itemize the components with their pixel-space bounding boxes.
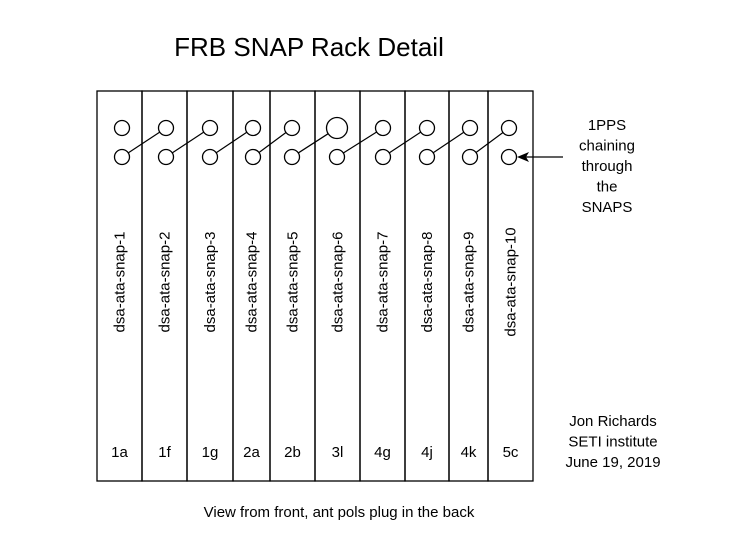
antenna-code: 5c (503, 444, 519, 461)
snap-slot: dsa-ata-snap-3 1g (186, 90, 234, 482)
pps-out-port-icon (418, 119, 436, 137)
snap-name: dsa-ata-snap-4 (244, 232, 261, 333)
pps-out-port-icon (157, 119, 175, 137)
pps-out-port-icon (461, 119, 479, 137)
author-line: June 19, 2019 (565, 454, 660, 471)
pps-note-line: the (597, 179, 618, 196)
pps-in-port-icon (244, 148, 262, 166)
pps-in-port-icon (328, 148, 346, 166)
pps-in-port-icon (418, 148, 436, 166)
snap-slot: dsa-ata-snap-6 3l (314, 90, 361, 482)
pps-chain-line (297, 133, 329, 154)
antenna-code: 1a (111, 444, 128, 461)
snap-slot: dsa-ata-snap-9 4k (448, 90, 489, 482)
pps-in-port-icon (157, 148, 175, 166)
antenna-code: 2b (284, 444, 301, 461)
diagram-title: FRB SNAP Rack Detail (174, 32, 444, 62)
pps-in-port-icon (374, 148, 392, 166)
snap-slot: dsa-ata-snap-8 4j (404, 90, 450, 482)
snap-name: dsa-ata-snap-8 (419, 232, 436, 333)
antenna-code: 4j (421, 444, 433, 461)
pps-out-port-icon (244, 119, 262, 137)
antenna-code: 4k (461, 444, 477, 461)
snap-rack: dsa-ata-snap-11adsa-ata-snap-21fdsa-ata-… (96, 90, 563, 482)
snap-name: dsa-ata-snap-6 (330, 232, 347, 333)
pps-chain-line (388, 131, 422, 154)
pps-out-port-icon (500, 119, 518, 137)
pps-out-port-icon (113, 119, 131, 137)
pps-note-line: 1PPS (588, 117, 626, 134)
snap-name: dsa-ata-snap-1 (112, 232, 129, 333)
pps-out-port-icon (201, 119, 219, 137)
pps-out-port-icon (374, 119, 392, 137)
snap-name: dsa-ata-snap-9 (461, 232, 478, 333)
pps-chain-line (258, 131, 287, 154)
pps-in-port-icon (500, 148, 518, 166)
pps-note-line: through (582, 158, 633, 175)
snap-slot: dsa-ata-snap-7 4g (359, 90, 406, 482)
snap-slot: dsa-ata-snap-4 2a (232, 90, 271, 482)
pps-chain-line (171, 131, 205, 154)
snap-name: dsa-ata-snap-3 (202, 232, 219, 333)
snap-slot: dsa-ata-snap-1 1a (96, 90, 143, 482)
snap-name: dsa-ata-snap-5 (285, 232, 302, 333)
snap-board (487, 90, 534, 482)
antenna-code: 1g (202, 444, 219, 461)
pps-chain-line (432, 131, 465, 154)
snap-name: dsa-ata-snap-7 (375, 232, 392, 333)
author-line: SETI institute (568, 434, 657, 451)
pps-in-port-icon (283, 148, 301, 166)
pps-chain-line (127, 131, 161, 154)
antenna-code: 1f (158, 444, 171, 461)
antenna-code: 2a (243, 444, 260, 461)
antenna-code: 4g (374, 444, 391, 461)
pps-out-port-icon (325, 116, 349, 140)
pps-in-port-icon (113, 148, 131, 166)
pps-note-line: chaining (579, 138, 635, 155)
snap-slot: dsa-ata-snap-10 5c (487, 90, 534, 482)
pps-note-line: SNAPS (582, 199, 633, 216)
arrowhead-icon (517, 152, 529, 162)
snap-slot: dsa-ata-snap-5 2b (269, 90, 316, 482)
author-line: Jon Richards (569, 413, 657, 430)
antenna-code: 3l (332, 444, 344, 461)
snap-name: dsa-ata-snap-2 (157, 232, 174, 333)
caption: View from front, ant pols plug in the ba… (204, 504, 475, 521)
snap-name: dsa-ata-snap-10 (503, 227, 520, 336)
pps-out-port-icon (283, 119, 301, 137)
pps-in-port-icon (461, 148, 479, 166)
pps-chain-line (475, 131, 504, 154)
snap-slot: dsa-ata-snap-2 1f (141, 90, 188, 482)
pps-chain-line (343, 131, 377, 154)
pps-in-port-icon (201, 148, 219, 166)
pps-chain-line (215, 131, 248, 154)
